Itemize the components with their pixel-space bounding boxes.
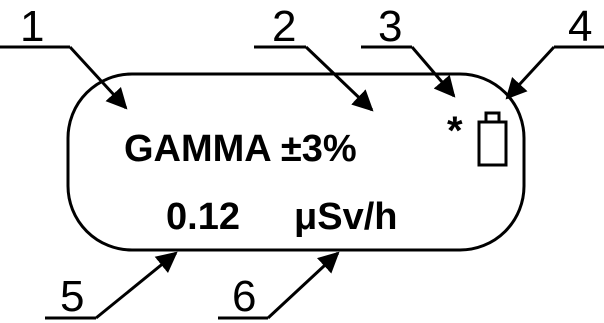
callout-1: 1 (0, 2, 128, 110)
callout-number-4: 4 (568, 2, 592, 51)
callout-5: 5 (45, 251, 178, 321)
callout-2: 2 (254, 2, 374, 112)
callout-4: 4 (505, 2, 604, 100)
callout-number-2: 2 (272, 2, 296, 51)
callout-number-1: 1 (20, 2, 44, 51)
mode-label: GAMMA ±3% (124, 128, 357, 170)
callout-number-5: 5 (60, 272, 84, 321)
activity-indicator: * (447, 109, 463, 153)
dose-rate-unit: μSv/h (294, 196, 398, 238)
callout-3: 3 (361, 2, 456, 98)
battery-icon (477, 111, 508, 167)
callout-number-3: 3 (378, 2, 402, 51)
display-outline (66, 72, 526, 252)
dose-rate-value: 0.12 (166, 196, 240, 238)
callout-number-6: 6 (232, 272, 256, 321)
callout-6: 6 (218, 251, 340, 321)
